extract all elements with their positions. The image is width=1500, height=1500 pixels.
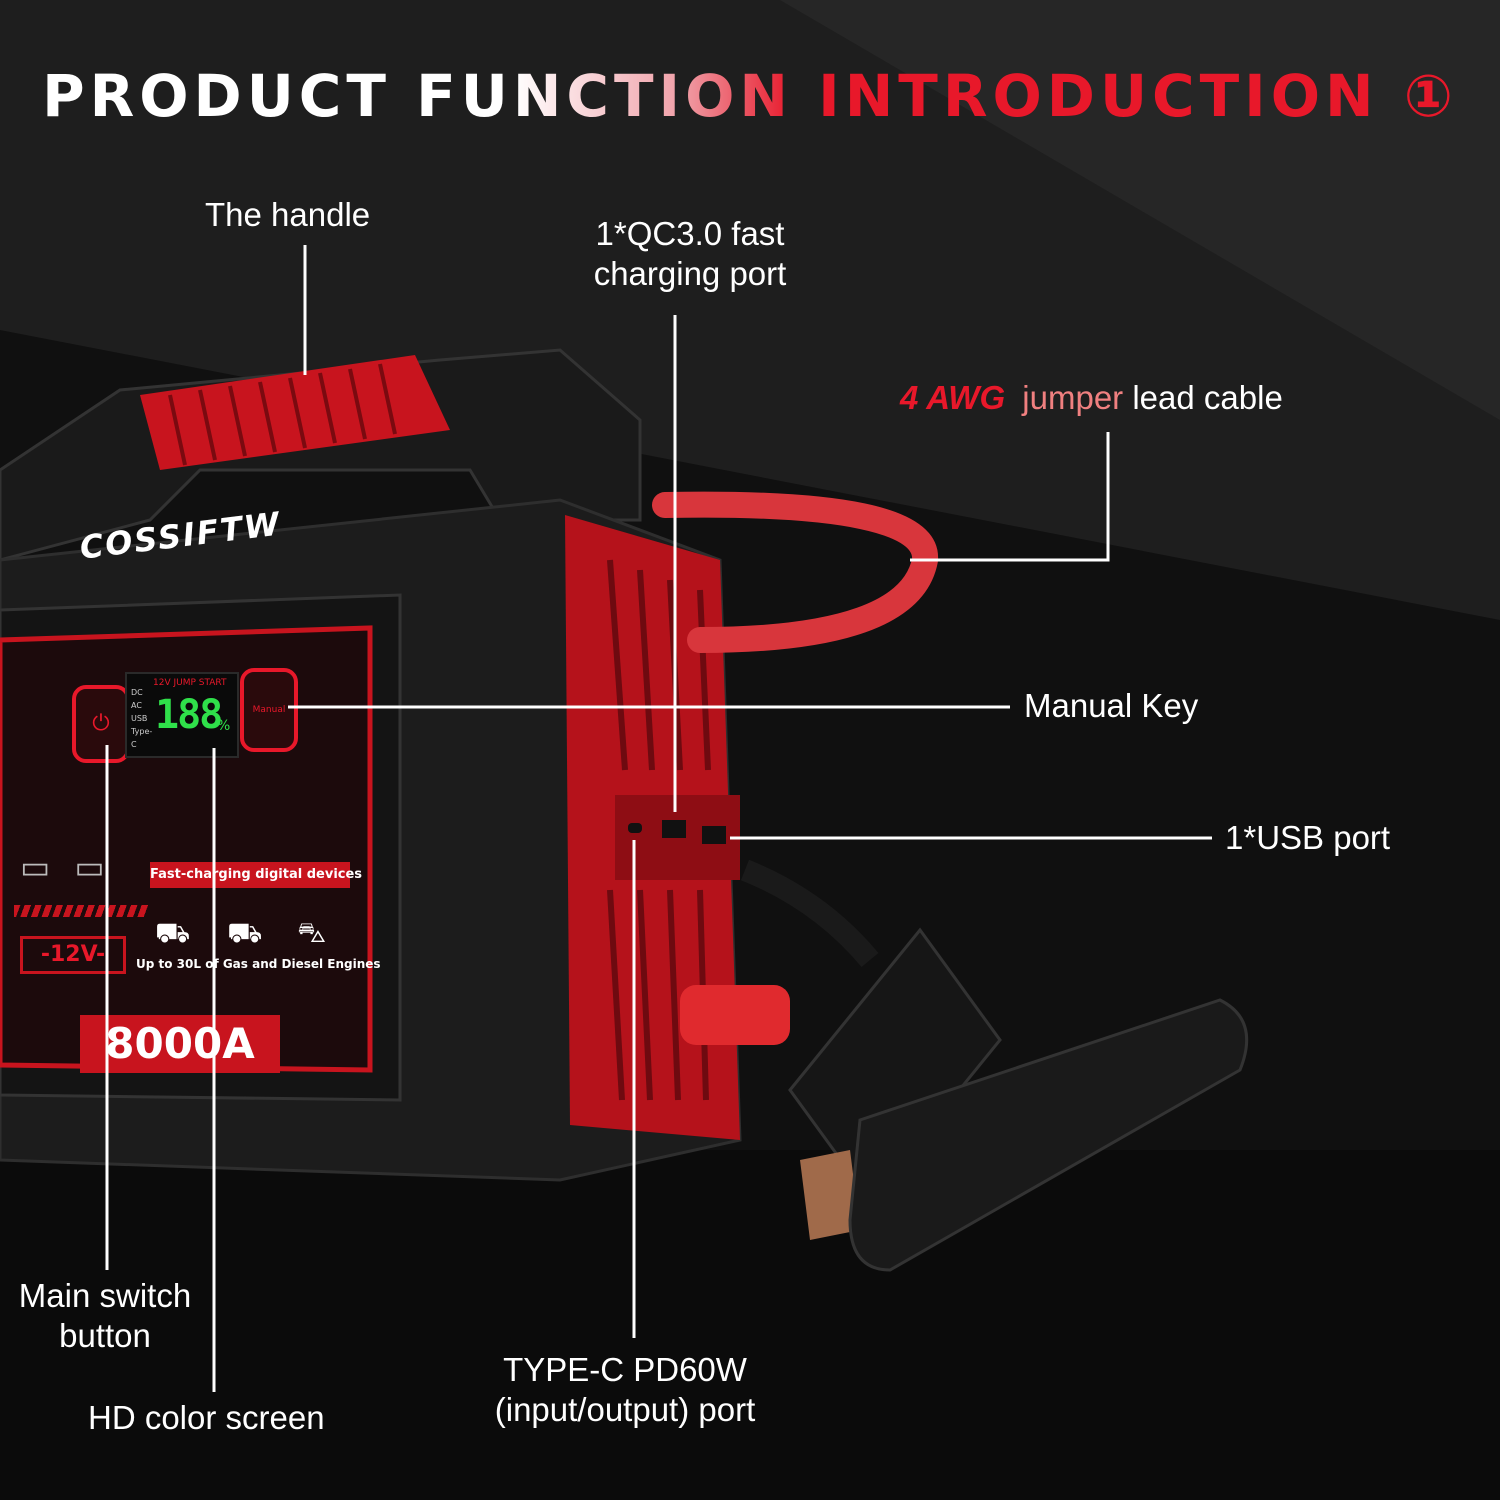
- manual-button[interactable]: Manual: [240, 668, 298, 752]
- page-title: PRODUCT FUNCTION INTRODUCTION ①: [0, 62, 1500, 130]
- lcd-screen: DC AC USB Type-C 12V JUMP START 188 %: [125, 672, 239, 758]
- laptop-icon: ▭: [74, 848, 105, 886]
- stripe-decoration: [14, 905, 148, 917]
- callout-main-switch-line1: Main switch: [18, 1277, 192, 1314]
- car-icon: ⛍: [297, 916, 327, 949]
- callout-typec-line1: TYPE-C PD60W: [503, 1351, 747, 1388]
- callout-typec-port: TYPE-C PD60W (input/output) port: [470, 1350, 780, 1430]
- callout-main-switch-line2: button: [59, 1317, 151, 1354]
- mode-dc: DC: [131, 688, 143, 697]
- power-button[interactable]: ⏻: [72, 685, 130, 763]
- mode-typec: Type-C: [131, 727, 153, 749]
- voltage-badge: -12V-: [20, 936, 126, 974]
- device-icons: ▭ ▭: [20, 848, 105, 886]
- callout-typec-line2: (input/output) port: [494, 1391, 756, 1428]
- callout-qc-port-line2: charging port: [593, 255, 787, 292]
- title-white: PRODUCT FU: [42, 62, 513, 130]
- callout-qc-port: 1*QC3.0 fast charging port: [560, 214, 820, 294]
- black-cable: [740, 859, 879, 968]
- callout-manual-key: Manual Key: [1024, 687, 1199, 724]
- black-clamp: [788, 927, 1249, 1272]
- callout-qc-port-line1: 1*QC3.0 fast: [595, 215, 785, 252]
- peak-current-badge: 8000A: [80, 1015, 280, 1073]
- screen-modes: DC AC USB Type-C: [131, 686, 153, 751]
- screen-value: 188: [155, 692, 223, 738]
- handle-grip: [140, 355, 450, 470]
- red-knob: [680, 985, 790, 1045]
- typec-port: [628, 823, 642, 833]
- usb-port: [702, 826, 726, 844]
- power-icon: ⏻: [92, 711, 110, 736]
- callout-usb-port: 1*USB port: [1225, 819, 1391, 856]
- mode-ac: AC: [131, 701, 142, 710]
- callout-main-switch: Main switch button: [0, 1276, 210, 1356]
- qc-port: [662, 820, 686, 838]
- title-red: INTRODUCTION ①: [792, 62, 1458, 130]
- fast-charge-banner: Fast-charging digital devices: [150, 862, 362, 888]
- mode-usb: USB: [131, 714, 148, 723]
- callout-cable-awg: 4 AWG: [900, 379, 1006, 416]
- callout-cable-jumper: jumper: [1022, 379, 1124, 416]
- vehicle-icons: ⛟ ⛟ ⛍: [155, 916, 326, 953]
- title-gradient: NCTION: [512, 62, 793, 130]
- engine-capacity-text: Up to 30L of Gas and Diesel Engines: [136, 957, 381, 971]
- semi-truck-icon: ⛟: [227, 916, 263, 949]
- screen-header: 12V JUMP START: [153, 678, 227, 688]
- callout-cable: 4 AWG jumper lead cable: [900, 378, 1283, 418]
- truck-icon: ⛟: [155, 916, 191, 949]
- manual-button-label: Manual: [252, 705, 286, 715]
- screen-unit: %: [217, 718, 231, 734]
- callout-cable-rest: lead cable: [1132, 379, 1283, 416]
- callout-handle: The handle: [205, 196, 371, 233]
- tablet-icon: ▭: [20, 848, 51, 886]
- callout-hd-screen: HD color screen: [88, 1399, 325, 1436]
